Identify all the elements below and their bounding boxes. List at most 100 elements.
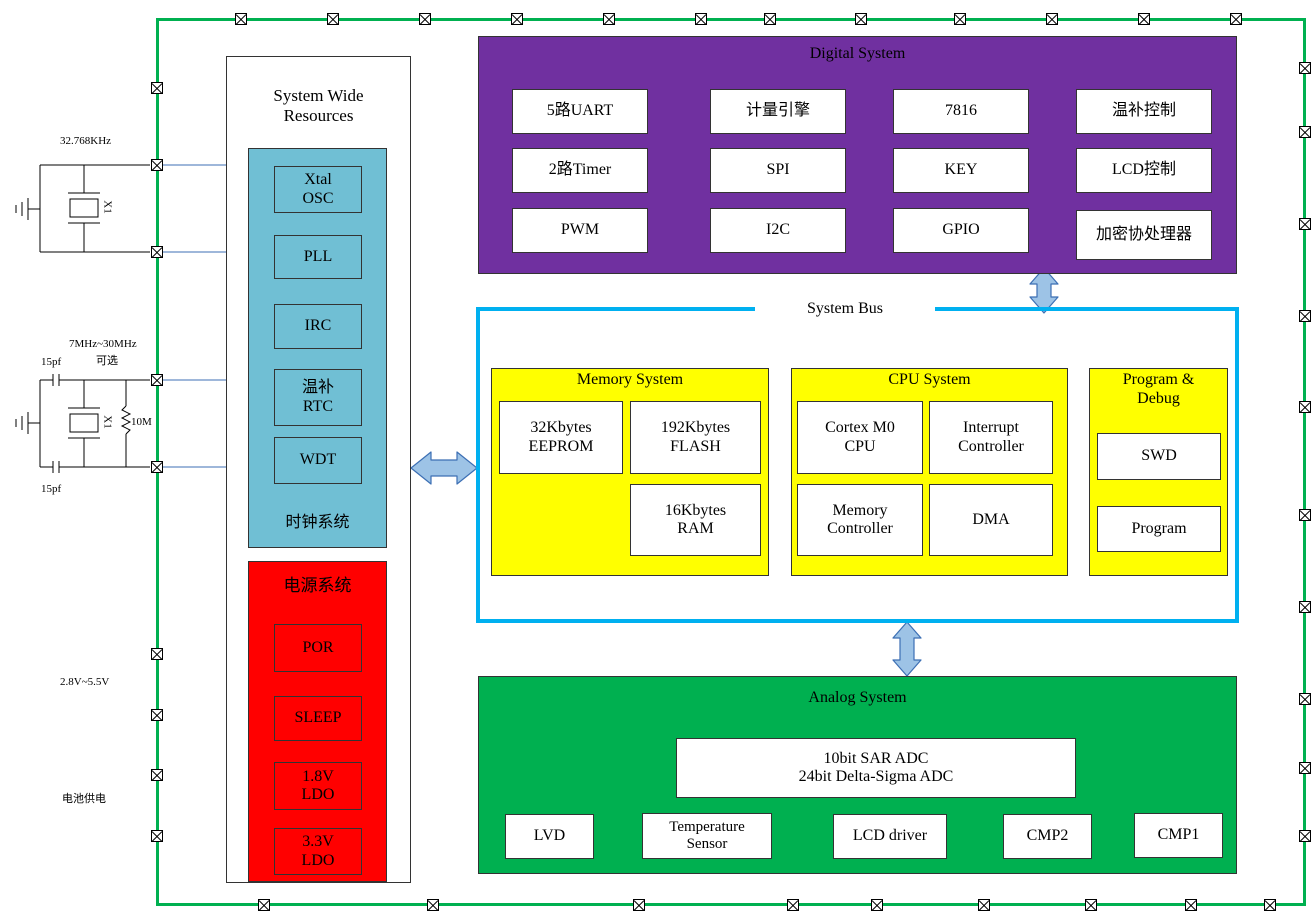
pin-marker — [1299, 310, 1311, 322]
system-bus-title: System Bus — [755, 299, 935, 319]
pin-marker — [633, 899, 645, 911]
crystal-32k-circuit — [15, 164, 150, 253]
memory-item-eeprom: 32Kbytes EEPROM — [499, 401, 623, 474]
pin-marker — [1299, 62, 1311, 74]
digital-system-title: Digital System — [809, 45, 906, 62]
cap-top-label: 15pf — [41, 356, 62, 368]
pin-marker — [1138, 13, 1150, 25]
bus-analog-arrow — [892, 621, 922, 677]
clock-system-title: 时钟系统 — [285, 514, 350, 531]
memory-item-flash: 192Kbytes FLASH — [630, 401, 761, 474]
digital-bus-arrow — [1029, 267, 1059, 314]
pin-marker — [1299, 830, 1311, 842]
power-source-label: 电池供电 — [62, 793, 106, 805]
pin-marker — [258, 899, 270, 911]
digital-item-gpio: GPIO — [893, 208, 1029, 253]
pin-marker — [1185, 899, 1197, 911]
program-debug-title: Program & Debug — [1122, 371, 1195, 408]
analog-item-cmp1: CMP1 — [1134, 813, 1223, 858]
pin-marker — [1299, 601, 1311, 613]
pin-marker — [235, 13, 247, 25]
crystal-32k-x1-label: X1 — [101, 200, 114, 214]
pin-marker — [603, 13, 615, 25]
cpu-system-title: CPU System — [888, 371, 971, 388]
pin-marker — [151, 246, 163, 258]
digital-item-temp-comp-control: 温补控制 — [1076, 89, 1212, 134]
pin-marker — [978, 899, 990, 911]
digital-item-pwm: PWM — [512, 208, 648, 253]
power-item-ldo-33: 3.3V LDO — [274, 828, 362, 875]
resources-bus-arrow — [410, 451, 478, 485]
digital-item-7816: 7816 — [893, 89, 1029, 134]
analog-item-adc: 10bit SAR ADC 24bit Delta-Sigma ADC — [676, 738, 1076, 798]
pin-marker — [151, 159, 163, 171]
pin-marker — [327, 13, 339, 25]
pin-marker — [695, 13, 707, 25]
pin-marker — [1299, 401, 1311, 413]
voltage-label: 2.8V~5.5V — [60, 676, 110, 688]
pin-marker — [419, 13, 431, 25]
analog-item-cmp2: CMP2 — [1003, 814, 1092, 859]
pin-marker — [1299, 126, 1311, 138]
pin-marker — [1264, 899, 1276, 911]
memory-system-title: Memory System — [576, 371, 684, 388]
pin-marker — [1299, 218, 1311, 230]
cpu-item-dma: DMA — [929, 484, 1053, 556]
pin-marker — [427, 899, 439, 911]
crystal-hf-optional-label: 可选 — [96, 355, 118, 367]
pin-marker — [151, 709, 163, 721]
digital-item-i2c: I2C — [710, 208, 846, 253]
analog-system-title: Analog System — [808, 689, 907, 706]
power-item-por: POR — [274, 624, 362, 672]
pin-marker — [764, 13, 776, 25]
pin-marker — [1299, 762, 1311, 774]
pin-marker — [151, 648, 163, 660]
crystal-32k-label: 32.768KHz — [60, 135, 112, 147]
digital-item-timer: 2路Timer — [512, 148, 648, 193]
power-system-title: 电源系统 — [283, 576, 352, 595]
cap-bottom-label: 15pf — [41, 483, 62, 495]
resources-title: System Wide Resources — [273, 86, 364, 126]
memory-item-ram: 16Kbytes RAM — [630, 484, 761, 556]
digital-item-metering-engine: 计量引擎 — [710, 89, 846, 134]
digital-item-uart: 5路UART — [512, 89, 648, 134]
clock-item-xtal-osc: Xtal OSC — [274, 166, 362, 213]
cpu-item-memory-controller: Memory Controller — [797, 484, 923, 556]
pin-marker — [1085, 899, 1097, 911]
resistor-label: 10M — [131, 416, 152, 428]
digital-item-crypto-coprocessor: 加密协处理器 — [1076, 210, 1212, 260]
cpu-item-interrupt-controller: Interrupt Controller — [929, 401, 1053, 474]
digital-item-spi: SPI — [710, 148, 846, 193]
pin-marker — [151, 830, 163, 842]
analog-item-lcd-driver: LCD driver — [833, 814, 947, 859]
pin-marker — [151, 769, 163, 781]
pin-marker — [954, 13, 966, 25]
pin-marker — [1230, 13, 1242, 25]
clock-item-irc: IRC — [274, 304, 362, 349]
pin-marker — [151, 374, 163, 386]
clock-item-pll: PLL — [274, 235, 362, 279]
crystal-hf-x1-label: X1 — [101, 415, 114, 429]
power-item-sleep: SLEEP — [274, 696, 362, 741]
crystal-hf-label: 7MHz~30MHz — [69, 338, 137, 350]
pin-marker — [151, 461, 163, 473]
digital-item-lcd-control: LCD控制 — [1076, 148, 1212, 193]
digital-item-key: KEY — [893, 148, 1029, 193]
crystal-hf-circuit — [15, 374, 150, 473]
pin-marker — [1299, 509, 1311, 521]
power-item-ldo-18: 1.8V LDO — [274, 762, 362, 810]
pin-marker — [871, 899, 883, 911]
pin-marker — [511, 13, 523, 25]
clock-item-wdt: WDT — [274, 437, 362, 484]
analog-item-lvd: LVD — [505, 814, 594, 859]
debug-item-program: Program — [1097, 506, 1221, 552]
debug-item-swd: SWD — [1097, 433, 1221, 480]
cpu-item-cortex-m0: Cortex M0 CPU — [797, 401, 923, 474]
pin-marker — [855, 13, 867, 25]
pin-marker — [787, 899, 799, 911]
pin-marker — [151, 82, 163, 94]
pin-marker — [1299, 693, 1311, 705]
clock-item-rtc: 温补 RTC — [274, 369, 362, 426]
